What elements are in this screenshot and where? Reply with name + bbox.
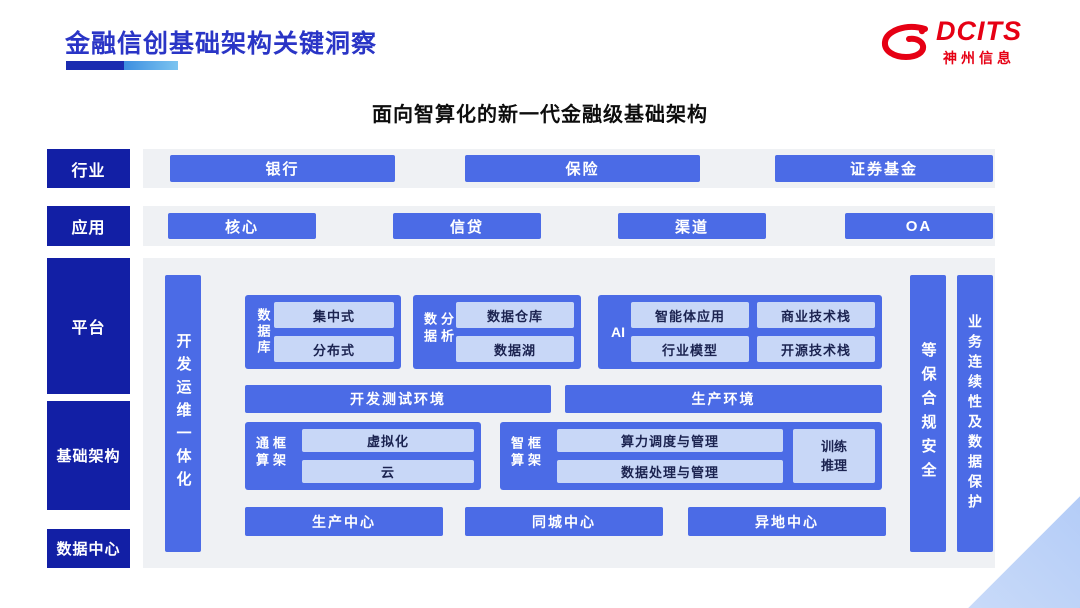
row-label-datacenter: 数据中心 bbox=[47, 529, 130, 568]
ai-item-opensource-stack: 开源技术栈 bbox=[757, 336, 875, 362]
application-item-core: 核心 bbox=[168, 213, 316, 239]
application-item-oa: OA bbox=[845, 213, 993, 239]
industry-band: 银行 保险 证券基金 bbox=[143, 149, 995, 188]
application-band: 核心 信贷 渠道 OA bbox=[143, 206, 995, 246]
industry-item-insurance: 保险 bbox=[465, 155, 700, 182]
database-group-label: 数据库 bbox=[255, 308, 271, 356]
general-framework-label: 通算框架 bbox=[254, 436, 286, 470]
ai-group-label: AI bbox=[611, 324, 625, 340]
smart-framework-items: 算力调度与管理 数据处理与管理 bbox=[557, 429, 783, 483]
platform-panel: 开发运维一体化 等保合规安全 业务连续性及数据保护 数据库 集中式 分布式 数据… bbox=[143, 258, 995, 568]
dcits-swoosh-icon bbox=[881, 23, 928, 61]
analytics-items: 数据仓库 数据湖 bbox=[456, 302, 574, 362]
smart-item-compute-scheduling: 算力调度与管理 bbox=[557, 429, 783, 452]
continuity-vertical-bar-label: 业务连续性及数据保护 bbox=[967, 313, 983, 514]
analytics-group: 数据分析 数据仓库 数据湖 bbox=[413, 295, 581, 369]
row-label-application: 应用 bbox=[47, 206, 130, 246]
diagram-title: 面向智算化的新一代金融级基础架构 bbox=[372, 104, 708, 126]
security-vertical-bar: 等保合规安全 bbox=[910, 275, 946, 552]
analytics-group-label: 数据分析 bbox=[422, 312, 454, 346]
ai-item-agent-app: 智能体应用 bbox=[631, 302, 749, 328]
title-underline bbox=[66, 61, 178, 70]
logo-company: 神州信息 bbox=[943, 50, 1015, 66]
production-env-bar: 生产环境 bbox=[565, 385, 882, 413]
smart-framework-group: 智算框架 算力调度与管理 数据处理与管理 训练推理 bbox=[500, 422, 882, 490]
center-remote: 异地中心 bbox=[688, 507, 886, 536]
application-item-channel: 渠道 bbox=[618, 213, 766, 239]
database-items: 集中式 分布式 bbox=[274, 302, 394, 362]
general-framework-group: 通算框架 虚拟化 云 bbox=[245, 422, 481, 490]
continuity-vertical-bar: 业务连续性及数据保护 bbox=[957, 275, 993, 552]
database-group: 数据库 集中式 分布式 bbox=[245, 295, 401, 369]
smart-item-data-processing: 数据处理与管理 bbox=[557, 460, 783, 483]
row-label-industry: 行业 bbox=[47, 149, 130, 188]
general-framework-items: 虚拟化 云 bbox=[302, 429, 474, 483]
page-title: 金融信创基础架构关键洞察 bbox=[65, 30, 378, 58]
analytics-item-lake: 数据湖 bbox=[456, 336, 574, 362]
database-item-centralized: 集中式 bbox=[274, 302, 394, 328]
industry-item-bank: 银行 bbox=[170, 155, 395, 182]
ai-item-commercial-stack: 商业技术栈 bbox=[757, 302, 875, 328]
dcits-logo: DCITS 神州信息 bbox=[878, 18, 1022, 68]
smart-item-training-inference-label: 训练推理 bbox=[820, 438, 847, 474]
general-item-virtualization: 虚拟化 bbox=[302, 429, 474, 452]
industry-item-securities: 证券基金 bbox=[775, 155, 993, 182]
security-vertical-bar-label: 等保合规安全 bbox=[919, 341, 937, 486]
analytics-item-warehouse: 数据仓库 bbox=[456, 302, 574, 328]
smart-item-training-inference: 训练推理 bbox=[793, 429, 875, 483]
center-production: 生产中心 bbox=[245, 507, 443, 536]
dev-test-env-bar: 开发测试环境 bbox=[245, 385, 551, 413]
ai-group: AI 智能体应用 商业技术栈 行业模型 开源技术栈 bbox=[598, 295, 882, 369]
database-item-distributed: 分布式 bbox=[274, 336, 394, 362]
row-label-infrastructure: 基础架构 bbox=[47, 401, 130, 510]
ai-items: 智能体应用 商业技术栈 行业模型 开源技术栈 bbox=[631, 302, 875, 362]
smart-framework-label: 智算框架 bbox=[509, 436, 541, 470]
devops-vertical-bar-label: 开发运维一体化 bbox=[174, 333, 192, 494]
logo-text: DCITS 神州信息 bbox=[936, 18, 1022, 68]
logo-brand: DCITS bbox=[936, 16, 1022, 46]
center-same-city: 同城中心 bbox=[465, 507, 663, 536]
ai-item-industry-model: 行业模型 bbox=[631, 336, 749, 362]
row-label-platform: 平台 bbox=[47, 258, 130, 394]
devops-vertical-bar: 开发运维一体化 bbox=[165, 275, 201, 552]
general-item-cloud: 云 bbox=[302, 460, 474, 483]
application-item-credit: 信贷 bbox=[393, 213, 541, 239]
